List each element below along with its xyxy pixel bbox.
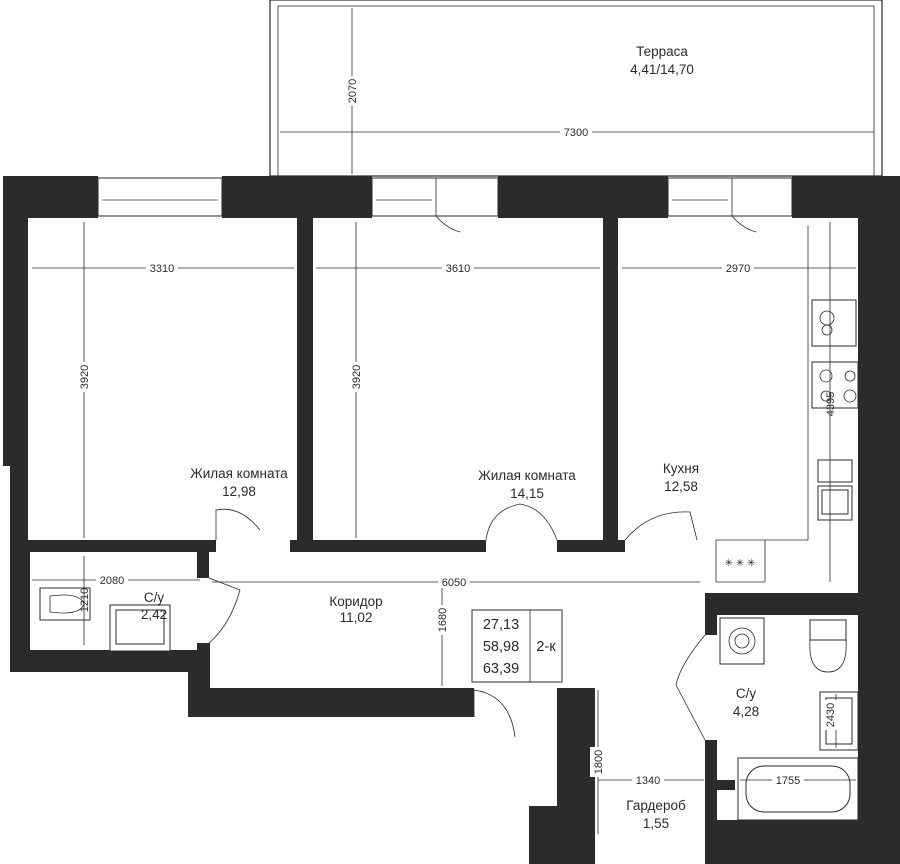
living2-name: Жилая комната	[478, 468, 576, 483]
dim-living2-height: 3920	[351, 365, 363, 389]
wardrobe-area: 1,55	[643, 816, 669, 831]
wardrobe-name: Гардероб	[626, 798, 686, 813]
dim-kitchen-height: 4395	[825, 392, 837, 416]
dim-wardrobe-height: 1800	[593, 750, 605, 774]
small-bath-fixtures	[39, 587, 171, 652]
area-summary-box: 27,13 58,98 63,39 2-к	[471, 609, 563, 683]
walls	[3, 176, 900, 864]
dim-bath-small-width: 2080	[100, 575, 124, 587]
dimension-labels: 2070 7300 3310 3610 2970 3920 3920 4395 …	[76, 76, 838, 787]
dim-kitchen-width: 2970	[726, 263, 750, 275]
bath-small-name: С/у	[144, 590, 165, 605]
doors	[208, 503, 706, 741]
dim-corridor-width: 6050	[442, 577, 466, 589]
windows	[97, 177, 793, 233]
dim-living1-height: 3920	[79, 365, 91, 389]
room-labels: Терраса 4,41/14,70 Жилая комната 12,98 Ж…	[141, 44, 759, 831]
dim-living2-width: 3610	[446, 263, 470, 275]
dim-corridor-height: 1680	[437, 608, 449, 632]
dim-bath-large-width: 1755	[776, 775, 800, 787]
kitchen-furniture: ✳ ✳ ✳	[715, 226, 859, 583]
kitchen-area: 12,58	[664, 479, 698, 494]
living1-name: Жилая комната	[190, 466, 288, 481]
terrace	[269, 0, 883, 177]
dim-terrace-height: 2070	[347, 79, 359, 103]
dim-living1-width: 3310	[150, 263, 174, 275]
terrace-area: 4,41/14,70	[630, 62, 694, 77]
dim-wardrobe-width: 1340	[636, 775, 660, 787]
summary-total-with-terrace: 63,39	[483, 661, 519, 677]
dim-bath-large-height: 2430	[825, 703, 837, 727]
kitchen-name: Кухня	[663, 461, 699, 476]
terrace-name: Терраса	[636, 44, 688, 59]
corridor-area: 11,02	[340, 610, 373, 625]
dim-bath-small-height: 1210	[79, 588, 91, 612]
summary-type: 2-к	[536, 639, 556, 655]
bath-large-name: С/у	[736, 686, 757, 701]
living2-area: 14,15	[510, 486, 544, 501]
summary-living-area: 27,13	[483, 617, 519, 633]
bath-large-area: 4,28	[733, 704, 759, 719]
bath-small-area: 2,42	[141, 607, 167, 622]
dim-terrace-width: 7300	[564, 127, 588, 139]
summary-total-area: 58,98	[483, 639, 519, 655]
living1-area: 12,98	[222, 484, 256, 499]
corridor-name: Коридор	[329, 594, 382, 609]
stove-burners: ✳ ✳ ✳	[725, 558, 756, 569]
